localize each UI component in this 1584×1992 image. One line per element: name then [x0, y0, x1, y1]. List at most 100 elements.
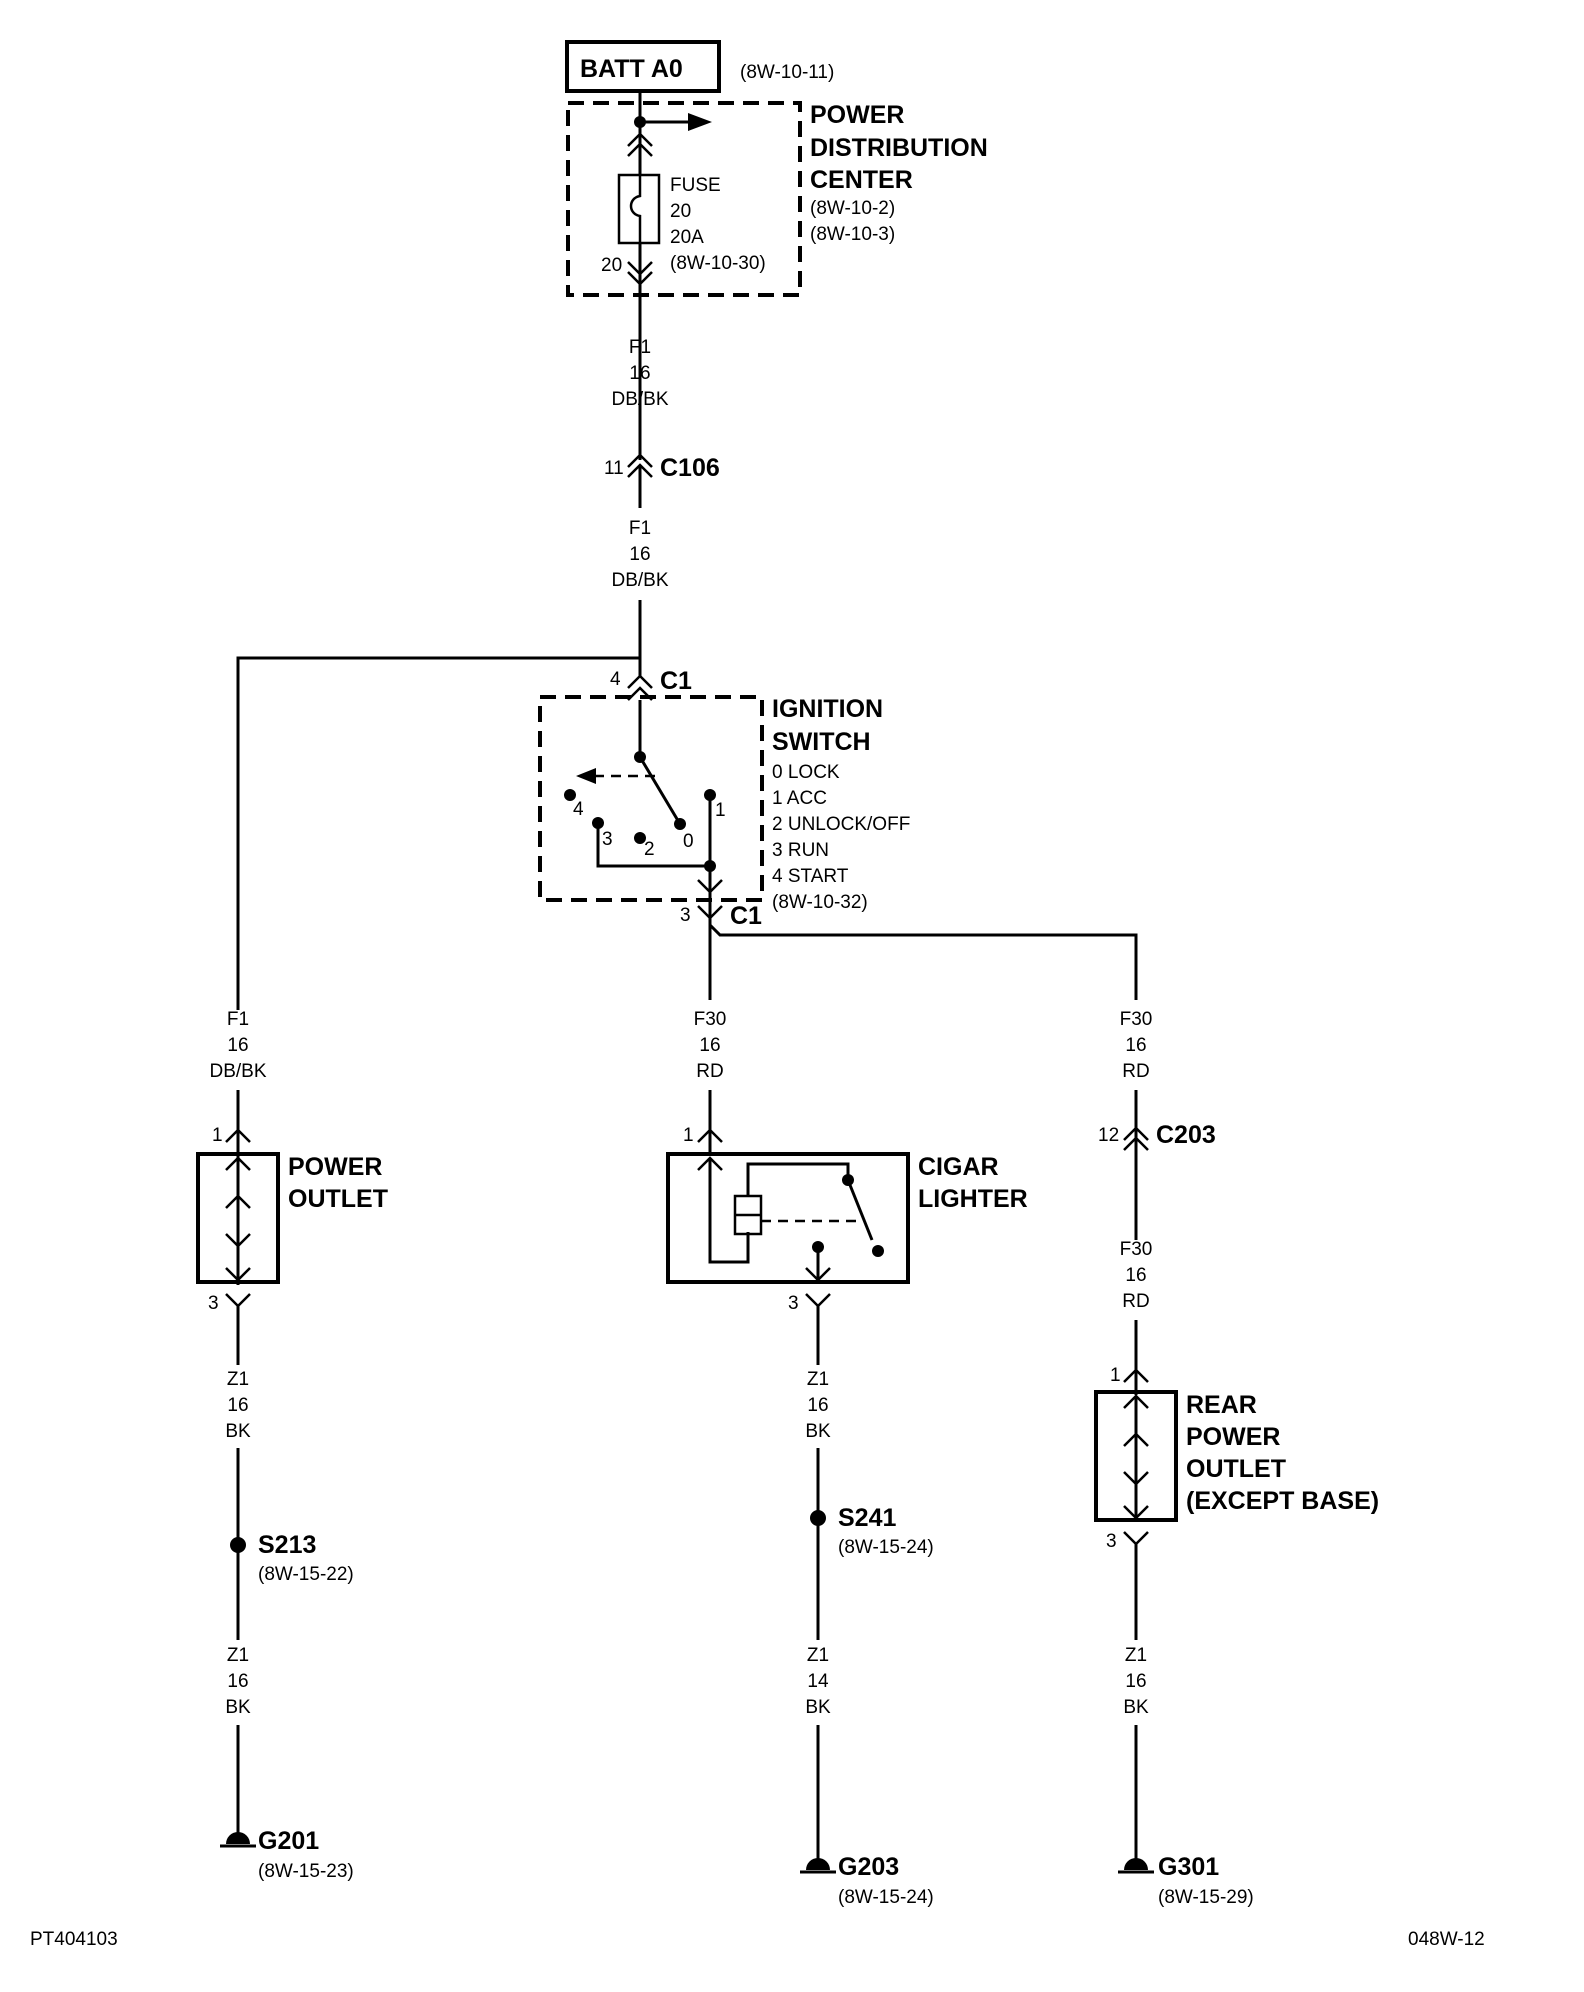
- ground-g301-name: G301: [1158, 1853, 1219, 1881]
- cl-wire-out-gauge: 16: [807, 1395, 828, 1416]
- ignition-ref: (8W-10-32): [772, 892, 868, 913]
- c1-top-connector-icon: [627, 674, 653, 689]
- c1-top-pin: 4: [610, 669, 621, 690]
- c106-name: C106: [660, 454, 720, 482]
- batt-a0-ref: (8W-10-11): [740, 62, 834, 83]
- power-outlet-box: [196, 1152, 280, 1284]
- cl-wire-gnd-gauge: 14: [807, 1671, 829, 1692]
- splice-s241-ref: (8W-15-24): [838, 1537, 934, 1558]
- cl-title-1: CIGAR: [918, 1153, 999, 1181]
- ro-wire-in-gauge: 16: [1125, 1035, 1146, 1056]
- ignition-actuator-arrow-icon: [576, 768, 596, 784]
- ro-pin-out: 3: [1106, 1531, 1117, 1552]
- ro-wire-mid-circuit: F30: [1120, 1239, 1153, 1260]
- c1-bottom-pin: 3: [680, 905, 691, 926]
- pdc-title-1: POWER: [810, 101, 904, 129]
- wire-f1-a-gauge: 16: [629, 363, 650, 384]
- c1-top-name: C1: [660, 667, 692, 695]
- ro-wire-gnd-gauge: 16: [1125, 1671, 1146, 1692]
- pdc-title-2: DISTRIBUTION: [810, 134, 988, 162]
- pdc-ref-2: (8W-10-3): [810, 224, 895, 245]
- cl-pin-out-connector-icon: [805, 1293, 831, 1308]
- ground-g301-ref: (8W-15-29): [1158, 1887, 1254, 1908]
- cl-wire-gnd-color: BK: [805, 1697, 831, 1718]
- footer-left-code: PT404103: [30, 1929, 118, 1950]
- c1-bottom-name: C1: [730, 902, 762, 930]
- ignition-switch-blade: [638, 756, 682, 825]
- ground-g203-icon: [806, 1858, 830, 1870]
- ro-pin-in: 1: [1110, 1365, 1121, 1386]
- cl-wire-in-circuit: F30: [694, 1009, 727, 1030]
- po-wire-out-color: BK: [225, 1421, 251, 1442]
- ignition-contact-4: [564, 789, 576, 801]
- ro-wire-in-color: RD: [1122, 1061, 1149, 1082]
- c203-name: C203: [1156, 1121, 1216, 1149]
- cl-wire-out-color: BK: [805, 1421, 831, 1442]
- po-wire-out-circuit: Z1: [227, 1369, 249, 1390]
- batt-a0-label: BATT A0: [580, 55, 683, 83]
- po-wire-in-gauge: 16: [227, 1035, 248, 1056]
- pdc-pin-20: 20: [601, 255, 622, 276]
- cigar-switch-blade: [846, 1179, 874, 1241]
- rear-power-outlet-box: [1094, 1390, 1178, 1522]
- ro-wire-in-circuit: F30: [1120, 1009, 1153, 1030]
- po-wire-gnd-gauge: 16: [227, 1671, 248, 1692]
- ro-wire-gnd-circuit: Z1: [1125, 1645, 1147, 1666]
- pdc-boundary: [566, 101, 802, 297]
- ignition-pos-3: 3 RUN: [772, 840, 829, 861]
- pdc-ref-1: (8W-10-2): [810, 198, 895, 219]
- c106-pin: 11: [604, 458, 624, 479]
- po-pin-in-connector-icon: [225, 1128, 251, 1143]
- ignition-contact-label-3: 3: [602, 829, 613, 850]
- cl-wire-in-color: RD: [696, 1061, 723, 1082]
- ignition-contact-0: [674, 818, 686, 830]
- ground-g203-ref: (8W-15-24): [838, 1887, 934, 1908]
- ground-g201-icon: [226, 1832, 250, 1844]
- wire-f1-b-circuit: F1: [629, 518, 651, 539]
- c106-connector-icon: [627, 453, 653, 468]
- ignition-pos-4: 4 START: [772, 866, 849, 887]
- cl-wire-gnd-circuit: Z1: [807, 1645, 829, 1666]
- ground-g203-name: G203: [838, 1853, 899, 1881]
- ignition-contact-label-4: 4: [573, 799, 584, 820]
- ignition-title-1: IGNITION: [772, 695, 883, 723]
- cl-pin-out: 3: [788, 1293, 799, 1314]
- ground-g301-icon: [1124, 1858, 1148, 1870]
- po-title-2: OUTLET: [288, 1185, 388, 1213]
- po-wire-in-color: DB/BK: [209, 1061, 266, 1082]
- ro-pin-in-connector-icon: [1123, 1368, 1149, 1383]
- po-title-1: POWER: [288, 1153, 382, 1181]
- ro-title-2: POWER: [1186, 1423, 1280, 1451]
- fuse-label-4: (8W-10-30): [670, 253, 766, 274]
- wire-f1-b-color: DB/BK: [611, 570, 668, 591]
- ground-g201-ref: (8W-15-23): [258, 1861, 354, 1882]
- ground-g201-name: G201: [258, 1827, 319, 1855]
- ro-pin-out-connector-icon: [1123, 1531, 1149, 1546]
- ignition-pos-2: 2 UNLOCK/OFF: [772, 814, 910, 835]
- po-pin-out-connector-icon: [225, 1293, 251, 1308]
- ignition-contact-label-0: 0: [683, 831, 694, 852]
- po-pin-out: 3: [208, 1293, 219, 1314]
- ignition-pos-1: 1 ACC: [772, 788, 827, 809]
- ignition-title-2: SWITCH: [772, 728, 871, 756]
- wire-f1-b-gauge: 16: [629, 544, 650, 565]
- ro-title-1: REAR: [1186, 1391, 1257, 1419]
- ro-title-3: OUTLET: [1186, 1455, 1286, 1483]
- batt-a0-box: [565, 40, 721, 93]
- cl-pin-in: 1: [683, 1125, 694, 1146]
- po-wire-in-circuit: F1: [227, 1009, 249, 1030]
- po-wire-gnd-circuit: Z1: [227, 1645, 249, 1666]
- ro-wire-gnd-color: BK: [1123, 1697, 1149, 1718]
- c203-pin: 12: [1098, 1125, 1119, 1146]
- cigar-lighter-box: [666, 1152, 910, 1284]
- fuse-label-3: 20A: [670, 227, 704, 248]
- fuse-label-1: FUSE: [670, 175, 721, 196]
- po-wire-gnd-color: BK: [225, 1697, 251, 1718]
- ignition-contact-2: [634, 832, 646, 844]
- ignition-contact-label-1: 1: [715, 800, 726, 821]
- c203-connector-icon: [1123, 1126, 1149, 1141]
- cl-title-2: LIGHTER: [918, 1185, 1028, 1213]
- ignition-switch-boundary: [538, 695, 764, 902]
- splice-s213-ref: (8W-15-22): [258, 1564, 354, 1585]
